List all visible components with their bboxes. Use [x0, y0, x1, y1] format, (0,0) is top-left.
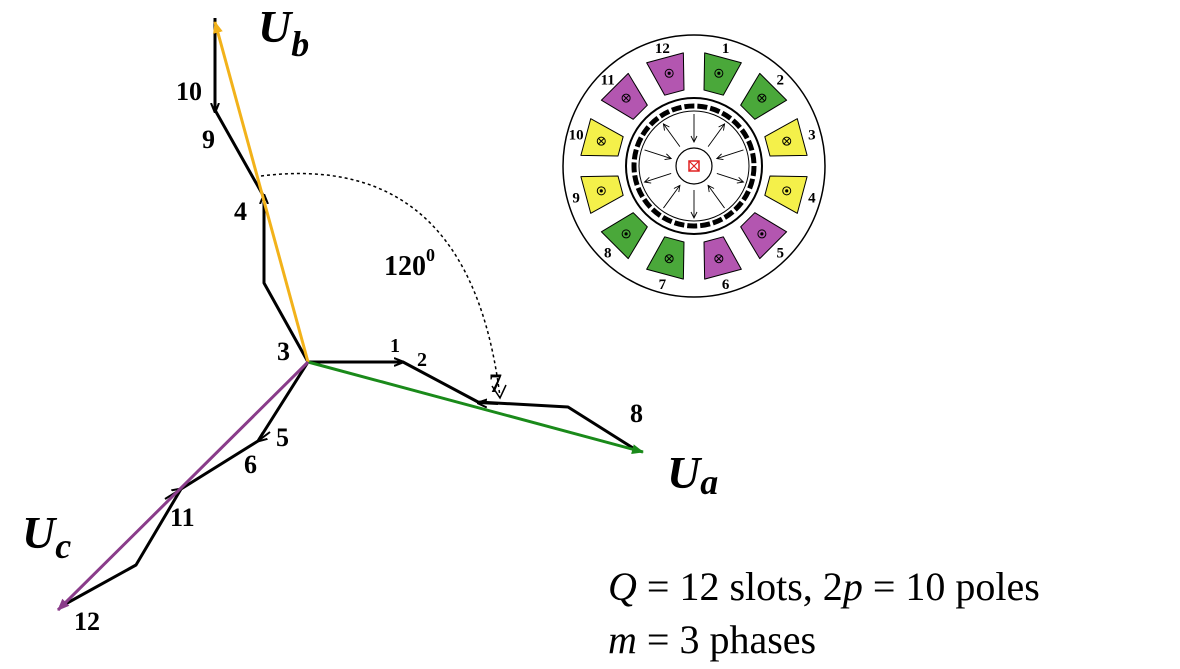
rotor-magnet-ring	[631, 103, 757, 229]
slot-conductor-11	[621, 93, 631, 103]
coil-number-1: 1	[390, 335, 400, 357]
coil-number-5: 5	[276, 423, 289, 452]
slot-current-out-8	[624, 232, 628, 236]
phase-label-uc: Uc	[22, 507, 71, 566]
magnet-flux-arrowhead-5	[707, 184, 715, 193]
slot-current-out-1	[717, 71, 721, 75]
magnet-flux-arrowhead-10	[662, 123, 670, 131]
shaft-current-cross	[688, 160, 700, 172]
slot-conductor-3	[782, 136, 792, 146]
angle-arc-120	[260, 172, 501, 398]
slot-conductor-4	[782, 186, 792, 196]
slot-number-2: 2	[777, 73, 785, 89]
coil-number-9: 9	[202, 125, 215, 154]
slot-current-in-2	[758, 94, 766, 102]
coil-number-3: 3	[277, 337, 290, 366]
slot-conductor-2	[757, 93, 767, 103]
magnet-flux-arrowhead-1	[690, 135, 698, 144]
slot-number-8: 8	[604, 245, 612, 261]
stator-slot-5	[740, 212, 788, 260]
slot-current-in-11	[622, 94, 630, 102]
coil-number-6: 6	[244, 450, 257, 479]
phase-label-ua: Ua	[667, 447, 718, 502]
coil-number-11: 11	[170, 503, 195, 532]
slot-number-1: 1	[722, 41, 730, 57]
slot-current-out-12	[667, 71, 671, 75]
slot-conductor-5	[757, 229, 767, 239]
angle-arc-arrowhead	[491, 384, 507, 400]
slot-current-in-7	[665, 255, 673, 262]
magnet-flux-arrow-4	[716, 172, 744, 183]
magnet-flux-arrow-8	[644, 172, 672, 183]
magnet-flux-arrowhead-4	[736, 177, 745, 184]
magnet-flux-arrowhead-6	[690, 211, 698, 220]
slot-number-9: 9	[572, 191, 580, 207]
coil-number-2: 2	[417, 349, 427, 371]
slot-conductor-9	[596, 186, 606, 196]
slot-current-out-5	[760, 232, 764, 236]
slot-conductor-6	[714, 254, 724, 264]
phasor-ua	[307, 360, 644, 454]
slot-current-in-3	[783, 137, 790, 145]
magnet-flux-arrow-3	[716, 149, 744, 160]
magnet-flux-arrowhead-9	[664, 153, 673, 161]
magnet-flux-arrow-5	[707, 185, 725, 209]
magnet-flux-arrow-2	[707, 123, 725, 147]
slot-number-3: 3	[808, 127, 816, 143]
stator-slot-8	[600, 212, 648, 260]
slot-current-in-10	[598, 137, 605, 145]
magnet-flux-arrow-7	[663, 185, 681, 209]
slot-number-4: 4	[808, 191, 816, 207]
magnet-flux-arrowhead-8	[643, 177, 652, 184]
phasor-ub	[213, 21, 310, 363]
slot-number-6: 6	[722, 277, 730, 293]
slot-number-10: 10	[569, 127, 584, 143]
magnet-flux-arrowhead-2	[718, 123, 726, 131]
angle-label: 1200	[384, 245, 435, 282]
formula-line-2: m = 3 phases	[608, 617, 817, 662]
slot-conductor-10	[596, 136, 606, 146]
magnet-flux-arrow-10	[663, 123, 681, 147]
slot-number-12: 12	[655, 41, 670, 57]
coil-number-7: 7	[489, 369, 502, 398]
magnet-flux-arrowhead-7	[673, 184, 681, 193]
slot-conductor-7	[664, 254, 674, 264]
slot-conductor-12	[664, 68, 674, 78]
coil-number-4: 4	[234, 197, 247, 226]
formula-line-1: Q = 12 slots, 2p = 10 poles	[608, 564, 1040, 609]
slot-number-7: 7	[659, 277, 667, 293]
magnet-flux-arrow-9	[644, 149, 672, 160]
slot-current-out-4	[785, 189, 789, 193]
coil-number-12: 12	[74, 607, 100, 636]
magnet-flux-arrowhead-3	[715, 153, 724, 161]
slot-current-in-6	[715, 255, 723, 262]
phasor-uc	[56, 360, 310, 612]
slot-conductor-8	[621, 229, 631, 239]
slot-conductor-1	[714, 68, 724, 78]
slot-current-out-9	[599, 189, 603, 193]
coil-arrow-7	[478, 403, 499, 404]
slot-number-5: 5	[777, 245, 785, 261]
coil-number-8: 8	[630, 399, 643, 428]
coil-arrow-5	[258, 431, 271, 441]
coil-number-10: 10	[176, 77, 202, 106]
phase-label-ub: Ub	[258, 1, 309, 64]
shaft-current-marker	[688, 160, 700, 172]
slot-number-11: 11	[601, 73, 615, 89]
